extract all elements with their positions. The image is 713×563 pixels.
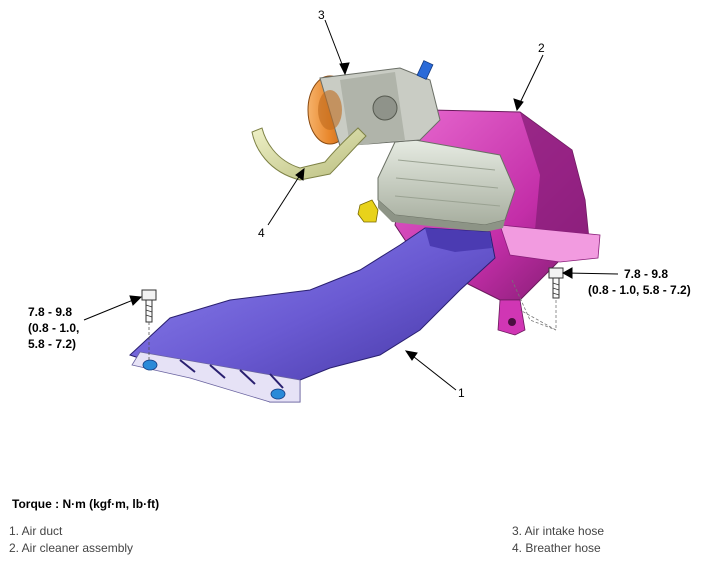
callout-3: 3 xyxy=(318,8,325,22)
legend-item-air-intake-hose: 3. Air intake hose xyxy=(512,524,605,538)
torque-spec-left: 7.8 - 9.8 (0.8 - 1.0, 5.8 - 7.2) xyxy=(28,304,79,352)
torque-left-line1: 7.8 - 9.8 xyxy=(28,305,73,319)
leader-lines xyxy=(83,19,619,391)
legend-item-breather-hose: 4. Breather hose xyxy=(512,541,601,555)
yellow-clip xyxy=(357,199,379,223)
exploded-parts-diagram xyxy=(83,19,619,403)
air-cleaner-cover xyxy=(377,139,516,232)
torque-spec-right: 7.8 - 9.8 (0.8 - 1.0, 5.8 - 7.2) xyxy=(588,266,691,298)
air-duct xyxy=(129,227,496,403)
air-intake-hose xyxy=(307,60,441,147)
legend-item-air-cleaner-assembly: 2. Air cleaner assembly xyxy=(9,541,134,555)
callout-2: 2 xyxy=(538,41,545,55)
callout-1: 1 xyxy=(458,386,465,400)
breather-hose xyxy=(251,127,367,181)
torque-unit-title: Torque : N·m (kgf·m, lb·ft) xyxy=(12,497,160,511)
left-bolt xyxy=(141,289,157,360)
torque-left-line3: 5.8 - 7.2) xyxy=(28,337,77,351)
torque-right-line2: (0.8 - 1.0, 5.8 - 7.2) xyxy=(588,283,691,297)
torque-right-line1: 7.8 - 9.8 xyxy=(624,267,669,281)
callout-4: 4 xyxy=(258,226,265,240)
legend-item-air-duct: 1. Air duct xyxy=(9,524,63,538)
torque-left-line2: (0.8 - 1.0, xyxy=(28,321,80,335)
